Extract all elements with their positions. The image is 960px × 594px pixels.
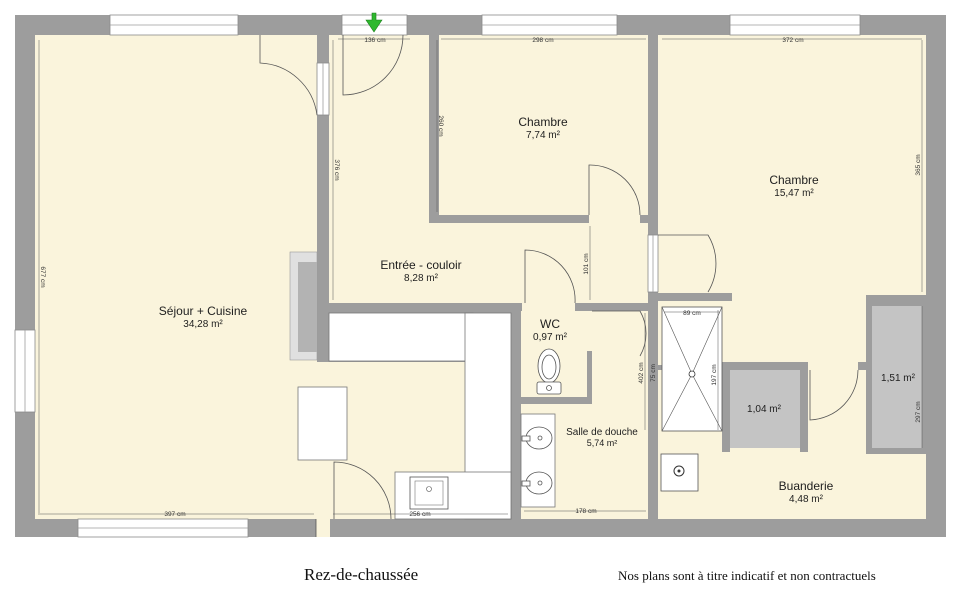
wall-chambre2-shower [652, 293, 732, 301]
dim-shower-width: 89 cm [683, 310, 701, 317]
wall-placard1-left [722, 362, 730, 452]
dim-chambre1-top: 298 cm [532, 37, 553, 44]
wall-sejour-entree [317, 35, 329, 362]
shower-drain [688, 370, 696, 378]
room-name-sejour: Séjour + Cuisine [159, 304, 248, 318]
fireplace [289, 251, 318, 361]
dim-chambre2-top: 372 cm [782, 37, 803, 44]
wall-wc-bottom [513, 397, 592, 404]
entry-arrow-icon [365, 12, 383, 33]
wall-buanderie-left [648, 452, 658, 519]
room-name-entree: Entrée - couloir [380, 258, 461, 272]
door-swings [259, 34, 859, 537]
wall-wc-left [513, 303, 521, 519]
washbasins [521, 426, 553, 495]
dimension-lines [38, 38, 923, 515]
toilet [536, 348, 562, 395]
chambre1-floor [439, 35, 648, 215]
wall-wc-right [587, 303, 592, 403]
sejour-floor [35, 35, 317, 519]
dim-sejour-left: 677 cm [39, 266, 46, 287]
dim-chambre2-right: 365 cm [915, 154, 922, 175]
entree-floor [329, 35, 431, 303]
kitchen-island [297, 386, 348, 461]
kitchen-sink [409, 476, 449, 510]
floor-title: Rez-de-chaussée [304, 565, 419, 584]
room-name-douche: Salle de douche [566, 427, 638, 438]
kitchen-sink-basin [414, 480, 444, 506]
dim-sejour-bottom: 397 cm [164, 511, 185, 518]
window-mullions [24, 24, 860, 529]
wall-wc-top [575, 303, 658, 311]
wall-hall-bottom [317, 303, 522, 311]
wall-douche-chambre2 [648, 292, 658, 519]
room-name-chambre1: Chambre [518, 115, 568, 129]
placard2 [872, 306, 922, 448]
dim-kitchen-bottom: 256 cm [409, 511, 430, 518]
wall-entree-chambre1 [429, 35, 439, 223]
dim-shower-depth: 197 cm [711, 364, 718, 385]
dim-placard2-right: 297 cm [915, 401, 922, 422]
shower-tray [661, 306, 723, 432]
kitchen-counter [328, 312, 474, 362]
dim-douche-left-a: 402 cm [638, 362, 645, 383]
wall-chambre1-chambre2 [648, 35, 658, 235]
room-area-placard1: 1,04 m² [747, 404, 782, 415]
dim-entree-left: 376 cm [333, 159, 340, 180]
room-area-chambre2: 15,47 m² [774, 188, 814, 199]
room-area-douche: 5,74 m² [587, 438, 618, 448]
couloir-floor [431, 222, 652, 303]
wall-placard1-right [800, 362, 808, 452]
wall-chambre1-bottom [429, 215, 589, 223]
room-name-wc: WC [540, 317, 560, 331]
door-openings [316, 215, 858, 537]
drum-center [677, 469, 681, 473]
dim-entree-top: 136 cm [364, 37, 385, 44]
room-area-sejour: 34,28 m² [183, 319, 223, 330]
disclaimer: Nos plans sont à titre indicatif et non … [618, 568, 876, 583]
dim-chambre1-left: 260 cm [437, 115, 444, 136]
sink-drain [426, 486, 432, 492]
dim-douche-bottom: 178 cm [575, 508, 596, 515]
room-area-chambre1: 7,74 m² [526, 130, 561, 141]
room-name-buanderie: Buanderie [779, 479, 834, 493]
room-area-wc: 0,97 m² [533, 332, 568, 343]
wall-placard1-top [722, 362, 810, 370]
room-name-chambre2: Chambre [769, 173, 819, 187]
room-area-buanderie: 4,48 m² [789, 494, 824, 505]
room-floors [35, 35, 926, 519]
dim-couloir-vert: 101 cm [583, 253, 590, 274]
dim-douche-left-b: 75 cm [650, 364, 657, 382]
room-area-placard2: 1,51 m² [881, 373, 916, 384]
shower-slope-lines [661, 306, 723, 432]
room-area-entree: 8,28 m² [404, 273, 439, 284]
placard1 [730, 370, 800, 448]
